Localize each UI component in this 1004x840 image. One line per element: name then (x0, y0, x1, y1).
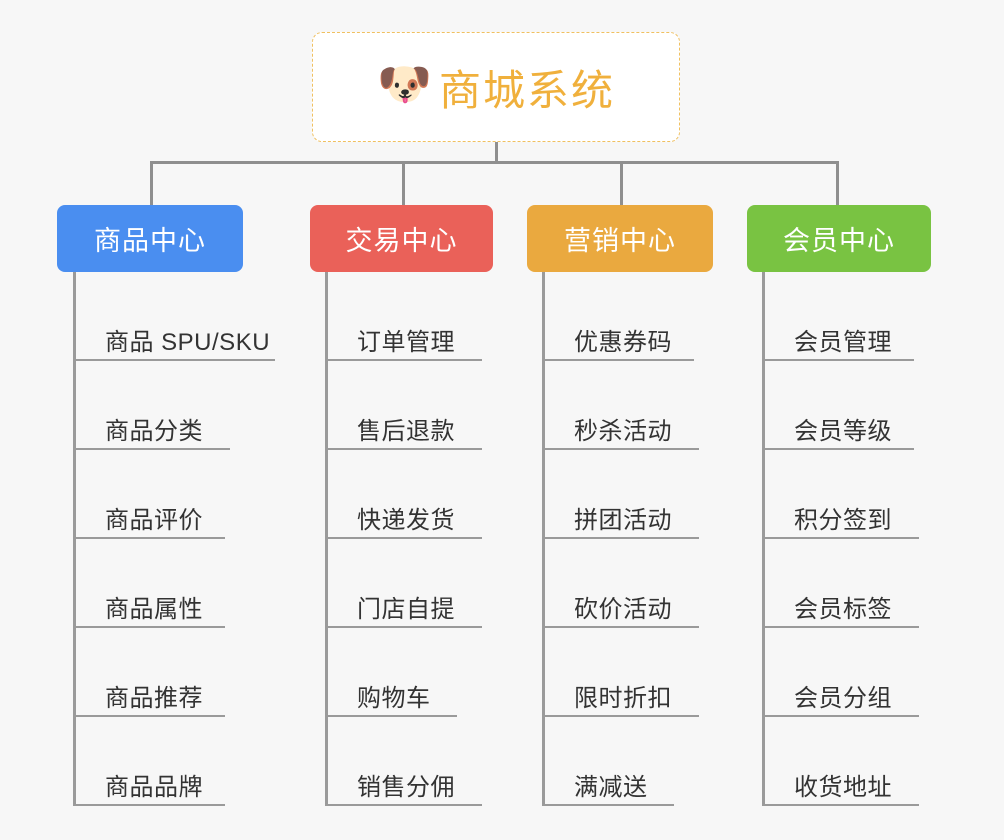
list-item-label: 收货地址 (794, 773, 892, 801)
item-underline (325, 804, 482, 806)
item-underline (542, 626, 699, 628)
column-header-label: 交易中心 (345, 226, 458, 256)
list-item[interactable]: 拼团活动 (542, 450, 699, 539)
item-underline (325, 359, 482, 361)
column-header-label: 会员中心 (783, 226, 895, 256)
item-underline (325, 448, 482, 450)
item-underline (762, 537, 919, 539)
list-item[interactable]: 会员标签 (762, 539, 919, 628)
item-underline (325, 537, 482, 539)
item-underline (325, 626, 482, 628)
list-item[interactable]: 秒杀活动 (542, 361, 699, 450)
column-items-4: 会员管理 会员等级 积分签到 会员标签 会员分组 收货地址 (762, 272, 919, 806)
list-item-label: 商品评价 (105, 506, 203, 534)
list-item[interactable]: 快递发货 (325, 450, 482, 539)
list-item[interactable]: 订单管理 (325, 272, 482, 361)
item-underline (73, 626, 225, 628)
dog-face-icon: 🐶 (376, 60, 432, 109)
list-item[interactable]: 满减送 (542, 717, 674, 806)
item-underline (762, 448, 914, 450)
drop-connector-4 (836, 161, 839, 207)
list-item-label: 会员等级 (794, 417, 892, 445)
list-item-label: 商品属性 (105, 595, 203, 623)
list-item-label: 满减送 (574, 773, 648, 801)
list-item[interactable]: 购物车 (325, 628, 457, 717)
item-underline (762, 715, 919, 717)
list-item[interactable]: 会员等级 (762, 361, 914, 450)
column-items-3: 优惠券码 秒杀活动 拼团活动 砍价活动 限时折扣 满减送 (542, 272, 699, 806)
list-item-label: 会员分组 (794, 684, 892, 712)
list-item-label: 商品 SPU/SKU (105, 328, 271, 356)
list-item[interactable]: 限时折扣 (542, 628, 699, 717)
drop-connector-2 (402, 161, 405, 207)
list-item-label: 商品品牌 (105, 773, 203, 801)
list-item[interactable]: 优惠券码 (542, 272, 694, 361)
item-underline (762, 626, 919, 628)
item-underline (542, 537, 699, 539)
item-underline (762, 804, 919, 806)
list-item-label: 拼团活动 (574, 506, 672, 534)
list-item[interactable]: 商品属性 (73, 539, 270, 628)
column-header-交易中心[interactable]: 交易中心 (310, 205, 493, 272)
column-trunk-1 (73, 272, 76, 806)
column-header-label: 商品中心 (94, 226, 206, 256)
column-trunk-3 (542, 272, 545, 806)
drop-connector-1 (150, 161, 153, 207)
column-header-营销中心[interactable]: 营销中心 (527, 205, 713, 272)
list-item-label: 砍价活动 (574, 595, 672, 623)
list-item-label: 会员管理 (794, 328, 892, 356)
list-item-label: 销售分佣 (357, 773, 455, 801)
drop-connector-3 (620, 161, 623, 207)
item-underline (542, 448, 699, 450)
root-node[interactable]: 🐶 商城系统 (312, 32, 680, 142)
list-item[interactable]: 会员分组 (762, 628, 919, 717)
list-item[interactable]: 门店自提 (325, 539, 482, 628)
root-stem-connector (495, 142, 498, 164)
list-item-label: 售后退款 (357, 417, 455, 445)
item-underline (73, 359, 275, 361)
list-item-label: 积分签到 (794, 506, 892, 534)
list-item[interactable]: 商品分类 (73, 361, 270, 450)
list-item-label: 订单管理 (357, 328, 455, 356)
list-item-label: 优惠券码 (574, 328, 672, 356)
list-item[interactable]: 积分签到 (762, 450, 919, 539)
list-item[interactable]: 砍价活动 (542, 539, 699, 628)
item-underline (542, 359, 694, 361)
list-item-label: 会员标签 (794, 595, 892, 623)
item-underline (325, 715, 457, 717)
list-item[interactable]: 商品评价 (73, 450, 270, 539)
list-item-label: 门店自提 (357, 595, 455, 623)
column-items-2: 订单管理 售后退款 快递发货 门店自提 购物车 销售分佣 (325, 272, 482, 806)
list-item-label: 快递发货 (357, 506, 455, 534)
list-item[interactable]: 收货地址 (762, 717, 919, 806)
column-items-1: 商品 SPU/SKU 商品分类 商品评价 商品属性 商品推荐 商品品牌 (73, 272, 275, 806)
item-underline (542, 804, 674, 806)
list-item-label: 商品推荐 (105, 684, 203, 712)
list-item[interactable]: 会员管理 (762, 272, 914, 361)
list-item[interactable]: 销售分佣 (325, 717, 482, 806)
list-item[interactable]: 售后退款 (325, 361, 482, 450)
item-underline (73, 537, 225, 539)
horizontal-bus-connector (150, 161, 839, 164)
item-underline (762, 359, 914, 361)
list-item-label: 限时折扣 (574, 684, 672, 712)
list-item-label: 秒杀活动 (574, 417, 672, 445)
list-item-label: 商品分类 (105, 417, 203, 445)
item-underline (73, 804, 225, 806)
list-item[interactable]: 商品推荐 (73, 628, 270, 717)
item-underline (542, 715, 699, 717)
column-header-会员中心[interactable]: 会员中心 (747, 205, 931, 272)
item-underline (73, 448, 230, 450)
column-header-商品中心[interactable]: 商品中心 (57, 205, 243, 272)
root-title: 商城系统 (438, 66, 615, 114)
list-item[interactable]: 商品 SPU/SKU (73, 272, 275, 361)
list-item[interactable]: 商品品牌 (73, 717, 270, 806)
list-item-label: 购物车 (357, 684, 431, 712)
column-trunk-4 (762, 272, 765, 806)
column-trunk-2 (325, 272, 328, 806)
column-header-label: 营销中心 (564, 226, 676, 256)
item-underline (73, 715, 225, 717)
